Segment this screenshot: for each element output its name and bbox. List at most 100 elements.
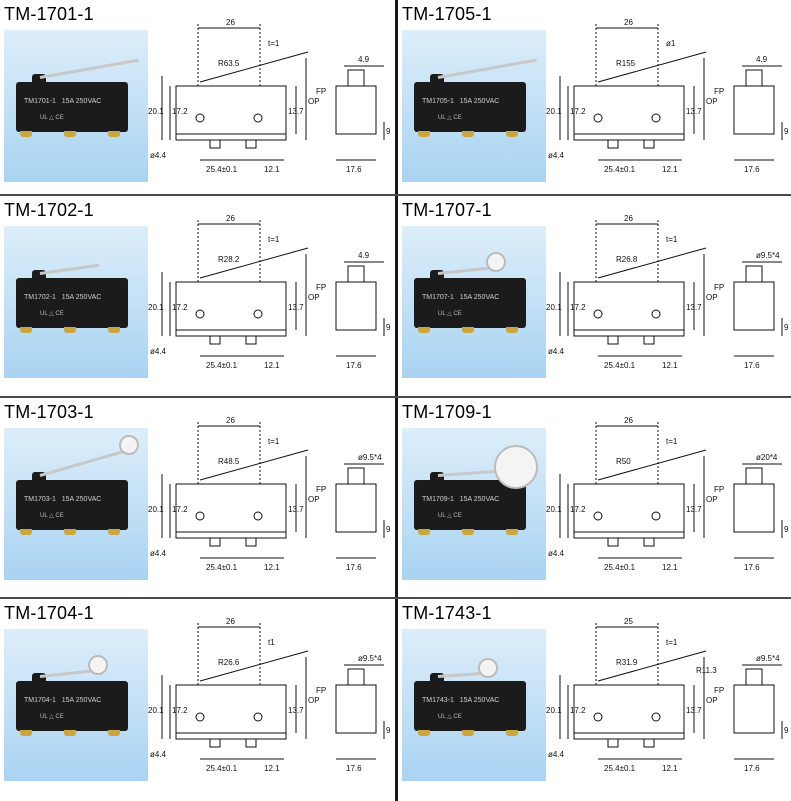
dim-terminal: 9 <box>386 323 391 332</box>
terminal <box>418 529 430 535</box>
actuator-lever <box>437 58 537 79</box>
switch-marking: TM1709-1 15A 250VAC <box>422 496 500 503</box>
dim-thickness: t1 <box>268 638 275 647</box>
row-divider <box>0 597 791 599</box>
mount-hole <box>593 309 603 319</box>
dimension-drawing: 26 R50 t=1 ø20*4 20.1 17.2 13.7 OP FP ø4… <box>546 416 789 572</box>
dim-terminal: 9 <box>386 525 391 534</box>
dim-height-inner: 13.7 <box>288 706 304 715</box>
mount-hole <box>651 113 661 123</box>
side-view-body <box>335 483 377 533</box>
dim-op: OP <box>706 293 718 302</box>
dim-height-body: 17.2 <box>172 706 188 715</box>
product-title: TM-1704-1 <box>4 603 94 623</box>
dim-length: 26 <box>226 617 235 626</box>
dim-height-total: 20.1 <box>148 505 164 514</box>
dim-height-total: 20.1 <box>148 303 164 312</box>
dim-fp: FP <box>316 485 326 494</box>
dim-op: OP <box>308 97 320 106</box>
plunger <box>430 270 444 280</box>
terminal-outline <box>209 738 221 748</box>
plunger <box>32 673 46 683</box>
dim-height-inner: 13.7 <box>288 107 304 116</box>
dim-height-total: 20.1 <box>546 107 562 116</box>
terminal-outline <box>245 738 257 748</box>
dim-offset: 12.1 <box>662 563 678 572</box>
actuator-lever <box>39 263 100 275</box>
side-view-actuator <box>347 467 365 485</box>
mount-hole <box>253 712 263 722</box>
product-cell: TM-1705-1 TM1705-1 15A 250VAC UL △ CE <box>398 0 790 194</box>
dim-height-body: 17.2 <box>570 706 586 715</box>
terminal <box>108 529 120 535</box>
dimension-drawing: 26 R26.8 t=1 ø9.5*4 20.1 17.2 13.7 OP FP… <box>546 214 789 370</box>
switch-body <box>414 278 526 328</box>
body-outline <box>573 684 685 734</box>
dim-side-top: 4.9 <box>756 55 768 64</box>
terminal <box>418 327 430 333</box>
product-cell: TM-1701-1 TM1701-1 15A 250VAC UL △ CE <box>0 0 392 194</box>
dim-op: OP <box>706 696 718 705</box>
product-photo: TM1702-1 15A 250VAC UL △ CE <box>4 226 148 378</box>
terminal-outline <box>209 139 221 149</box>
dim-side-top: 4.9 <box>358 251 370 260</box>
base-outline <box>175 133 287 141</box>
roller-wheel <box>493 444 538 489</box>
product-cell: TM-1703-1 TM1703-1 15A 250VAC UL △ CE <box>0 398 392 592</box>
side-view-body <box>733 281 775 331</box>
side-view-body <box>733 85 775 135</box>
side-view-body <box>733 483 775 533</box>
dim-thickness: t=1 <box>666 437 678 446</box>
terminal-outline <box>245 537 257 547</box>
dim-height-inner: 13.7 <box>288 303 304 312</box>
dim-height-inner: 13.7 <box>686 303 702 312</box>
dim-terminal: 9 <box>784 726 789 735</box>
dim-height-total: 20.1 <box>546 505 562 514</box>
dim-width: 17.6 <box>744 764 760 773</box>
terminal-outline <box>607 738 619 748</box>
dim-offset: 12.1 <box>662 764 678 773</box>
roller-wheel <box>485 252 506 273</box>
product-photo: TM1709-1 15A 250VAC UL △ CE <box>402 428 546 580</box>
side-view-body <box>335 684 377 734</box>
switch-body <box>414 480 526 530</box>
mount-hole <box>253 309 263 319</box>
dim-length: 26 <box>226 416 235 425</box>
dim-terminal: 9 <box>386 127 391 136</box>
mount-hole <box>593 712 603 722</box>
dim-side-top: ø9.5*4 <box>756 251 780 260</box>
plunger <box>430 472 444 482</box>
terminal <box>20 327 32 333</box>
dim-radius: R26.6 <box>218 658 240 667</box>
dim-length: 26 <box>624 214 633 223</box>
dim-length: 26 <box>624 416 633 425</box>
base-outline <box>573 133 685 141</box>
dim-extra-radius: R11.3 <box>696 666 717 675</box>
mount-hole <box>195 511 205 521</box>
body-outline <box>573 483 685 533</box>
terminal <box>506 131 518 137</box>
dim-hole-spacing: 25.4±0.1 <box>206 563 238 572</box>
base-outline <box>573 732 685 740</box>
dim-height-inner: 13.7 <box>288 505 304 514</box>
terminal <box>20 131 32 137</box>
terminal <box>108 730 120 736</box>
terminal-outline <box>643 335 655 345</box>
terminal <box>462 327 474 333</box>
terminal <box>418 131 430 137</box>
terminal-outline <box>607 139 619 149</box>
actuator-lever <box>39 449 127 477</box>
mount-hole <box>253 113 263 123</box>
side-view-actuator <box>745 265 763 283</box>
side-view-body <box>335 85 377 135</box>
dim-offset: 12.1 <box>264 563 280 572</box>
terminal <box>64 529 76 535</box>
dim-radius: R50 <box>616 457 631 466</box>
dim-fp: FP <box>714 686 724 695</box>
dim-hole-spacing: 25.4±0.1 <box>206 764 238 773</box>
dimension-drawing: 26 R48.5 t=1 ø9.5*4 20.1 17.2 13.7 OP FP… <box>148 416 391 572</box>
terminal <box>506 529 518 535</box>
switch-body <box>16 480 128 530</box>
terminal-outline <box>209 537 221 547</box>
lever-line <box>199 51 309 83</box>
